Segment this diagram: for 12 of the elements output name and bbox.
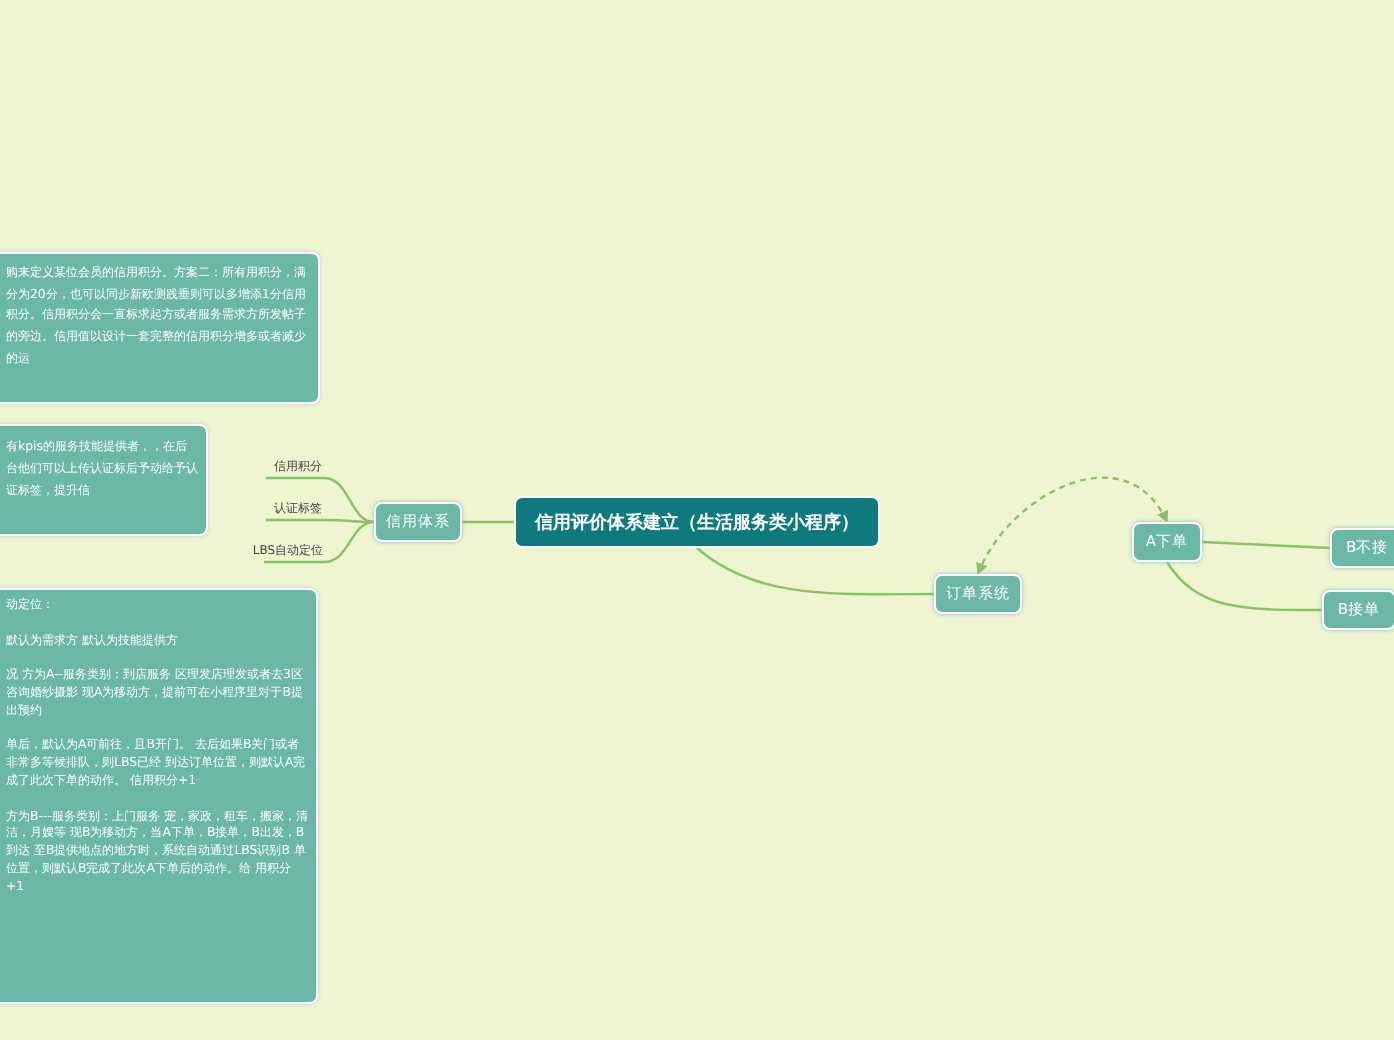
connector-line <box>264 520 375 564</box>
connector-line <box>462 520 514 524</box>
arrow <box>976 476 1169 576</box>
central-topic-box: 信用评价体系建立（生活服务类小程序） <box>514 496 880 548</box>
connector-line <box>1201 540 1331 550</box>
text-card <box>0 588 318 1004</box>
connector-line <box>266 518 374 524</box>
connector-line <box>1166 561 1322 612</box>
text-card <box>0 424 208 536</box>
text-card <box>0 252 320 404</box>
connector-line <box>266 476 375 524</box>
connector-line <box>696 547 934 596</box>
